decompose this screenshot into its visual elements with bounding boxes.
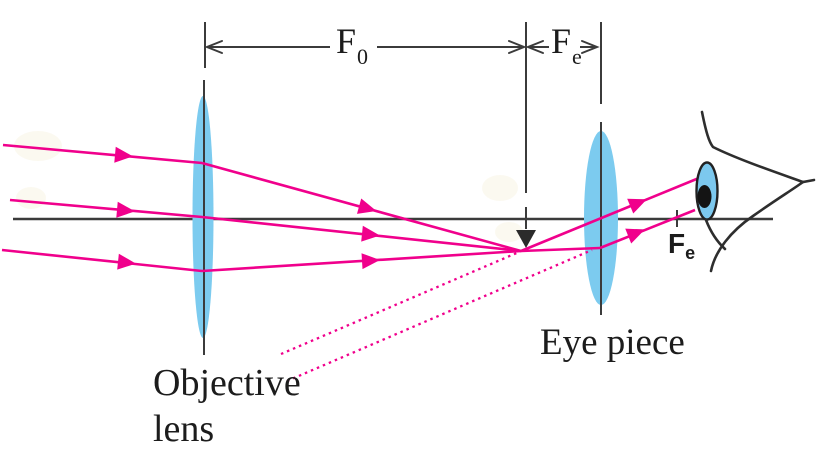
light-rays [1, 143, 700, 383]
smudge [14, 131, 62, 161]
incoming-ray-middle [9, 198, 203, 219]
eyepiece-exit-ray-upper [520, 176, 700, 253]
ray-arrowhead-icon [361, 253, 380, 270]
refracted-ray-bottom [201, 249, 522, 273]
fe-left-arrowhead-icon [525, 40, 544, 54]
ray-arrowhead-icon [116, 201, 135, 218]
image-position-arrowhead-icon [516, 230, 536, 248]
ray-arrowhead-icon [361, 225, 380, 242]
eyepiece-exit-ray-lower [599, 208, 696, 250]
eye-upper-eyelid [700, 110, 816, 184]
ray-arrowhead-icon [356, 198, 377, 214]
f0-label-base: F [336, 21, 357, 61]
smudge [16, 187, 46, 209]
refracted-ray-middle [201, 215, 522, 253]
ray-to-eyepiece [520, 246, 601, 253]
f0-label-subscript: 0 [357, 44, 369, 69]
eye-lower-eyelid [709, 180, 805, 273]
eye-inner-corner-line [704, 218, 727, 251]
eyepiece-label: Eye piece [540, 321, 685, 365]
dimension-lines [204, 22, 602, 229]
fe-right-arrowhead-icon [581, 40, 600, 54]
fe-label-subscript: e [572, 44, 582, 69]
eyepiece-label-text: Eye piece [540, 322, 685, 363]
eye-pupil [697, 185, 712, 208]
fe-label-base: F [551, 21, 572, 61]
fe-axis-label-subscript: e [685, 243, 696, 263]
objective-lens-label-line1: Objective [153, 362, 301, 404]
ray-arrowhead-icon [114, 146, 133, 163]
f0-dimension-label: F0 [336, 20, 368, 69]
virtual-ray-extension-upper [280, 250, 520, 356]
ray-arrowhead-icon [625, 228, 645, 244]
objective-lens-label: Objective lens [153, 360, 301, 452]
ray-arrowhead-icon [117, 253, 136, 270]
smudge [495, 222, 523, 242]
incoming-ray-bottom [1, 248, 203, 273]
eye-illustration [695, 110, 816, 273]
fe-axis-label-base: F [668, 228, 686, 259]
objective-lens-label-line2: lens [153, 408, 215, 450]
fe-focal-point-label: Fe [668, 228, 696, 263]
ray-arrowhead-icon [627, 198, 647, 214]
fe-dimension-label: Fe [551, 20, 582, 69]
incoming-ray-top [2, 143, 203, 165]
f0-right-arrowhead-icon [508, 40, 527, 54]
smudge [482, 175, 518, 201]
f0-left-arrowhead-icon [204, 40, 223, 54]
